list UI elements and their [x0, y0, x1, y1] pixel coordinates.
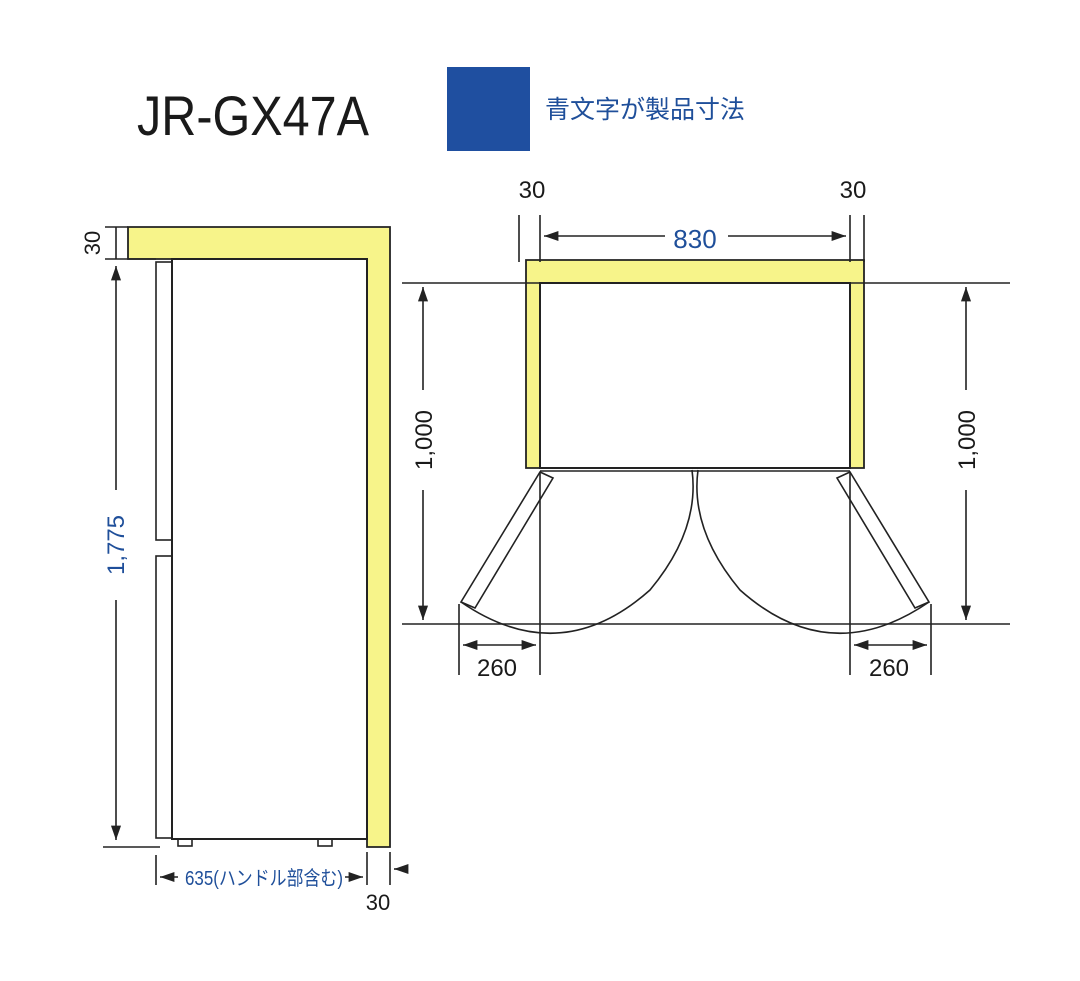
side-view: 30 1,775 635(ハンドル部含む) 30 [80, 226, 409, 915]
side-depth-label: 635(ハンドル部含む) [185, 867, 343, 890]
side-height-label: 1,775 [103, 515, 130, 575]
fridge-body-side [171, 258, 368, 840]
upper-door-side [155, 261, 173, 541]
front-foot [177, 838, 193, 847]
fridge-body-top [539, 282, 851, 469]
top-left-clearance-label: 30 [519, 177, 546, 204]
lower-door-side [155, 555, 173, 839]
right-door-open [835, 470, 931, 610]
top-right-swing-label: 260 [869, 655, 909, 682]
left-door-swing-arc [460, 469, 694, 635]
side-back-clearance-label: 30 [366, 890, 390, 915]
rear-foot [317, 838, 333, 847]
top-left-depth-label: 1,000 [411, 410, 438, 470]
top-view: 830 30 30 1,000 1,000 260 260 [402, 177, 1010, 682]
model-title: JR-GX47A [137, 84, 370, 147]
left-door-open [459, 470, 555, 610]
legend-text: 青文字が製品寸法 [545, 96, 745, 124]
top-width-label: 830 [673, 224, 716, 254]
top-clearance-zone [525, 259, 865, 469]
legend-swatch [447, 67, 530, 151]
top-right-depth-label: 1,000 [954, 410, 981, 470]
top-right-clearance-label: 30 [840, 177, 867, 204]
side-clearance-zone [127, 226, 391, 848]
top-left-swing-label: 260 [477, 655, 517, 682]
side-top-clearance-label: 30 [80, 231, 105, 255]
right-door-swing-arc [696, 469, 930, 635]
